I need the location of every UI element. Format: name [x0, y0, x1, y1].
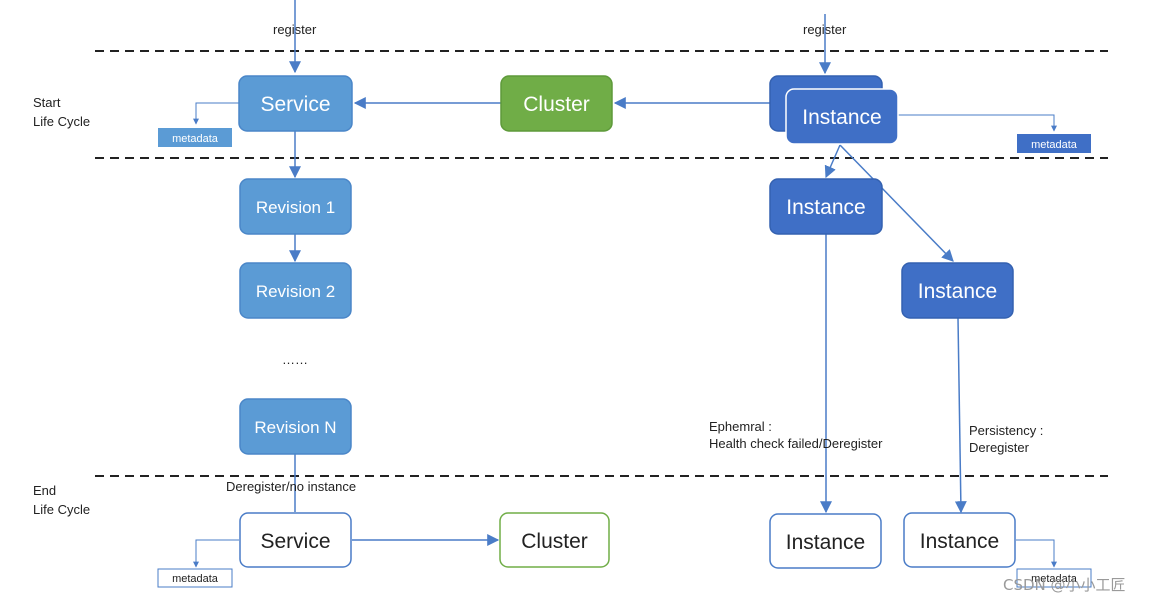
instance-end-persistent-label: Instance — [920, 530, 999, 553]
instance-end-metadata-label: metadata — [1031, 573, 1078, 585]
revision-ellipsis: …… — [282, 352, 308, 367]
service-end-node: Service — [239, 512, 352, 568]
start-life-cycle-label-2: Life Cycle — [33, 114, 90, 129]
service-start-metadata-tag: metadata — [158, 128, 232, 147]
revision-n-label: Revision N — [254, 418, 336, 437]
revision-n-node: Revision N — [239, 398, 352, 455]
service-end-metadata-tag: metadata — [157, 568, 233, 588]
revision-1-node: Revision 1 — [239, 178, 352, 235]
service-start-label: Service — [260, 93, 330, 116]
end-life-cycle-label-2: Life Cycle — [33, 502, 90, 517]
service-start-metadata-label: metadata — [172, 133, 219, 145]
instance-start-metadata-label: metadata — [1031, 139, 1078, 151]
service-end-metadata-label: metadata — [172, 573, 219, 585]
instance-persistent-node: Instance — [901, 262, 1014, 319]
revision-2-label: Revision 2 — [256, 282, 335, 301]
start-life-cycle-label-1: Start — [33, 95, 61, 110]
instance-end-ephemeral-node: Instance — [769, 513, 882, 569]
deregister-no-instance-label: Deregister/no instance — [226, 479, 356, 494]
service-end-metadata-connector — [193, 539, 239, 568]
persistent-to-end-arrow — [954, 317, 967, 514]
instance-end-metadata-tag: metadata — [1016, 568, 1092, 588]
instance-start-front-card — [785, 88, 899, 145]
revision-2-node: Revision 2 — [239, 262, 352, 319]
ephemeral-label-line1: Ephemral : — [709, 419, 772, 434]
instance-to-persistent-arrow — [839, 144, 954, 262]
cluster-end-node: Cluster — [499, 512, 610, 568]
instance-end-ephemeral-label: Instance — [786, 531, 865, 554]
instance-end-persistent-node: Instance — [903, 512, 1016, 568]
service-metadata-connector — [193, 102, 239, 125]
instance-end-metadata-connector — [1016, 539, 1057, 568]
instance-start-node: Instance — [769, 75, 899, 145]
cluster-end-label: Cluster — [521, 530, 588, 553]
cluster-start-node: Cluster — [500, 75, 613, 132]
revision-1-label: Revision 1 — [256, 198, 335, 217]
end-life-cycle-label-1: End — [33, 483, 56, 498]
instance-ephemeral-node: Instance — [769, 178, 883, 235]
instance-start-label: Instance — [802, 106, 881, 129]
persistency-label-line2: Deregister — [969, 440, 1030, 455]
instance-ephemeral-label: Instance — [786, 196, 865, 219]
service-start-node: Service — [238, 75, 353, 132]
instance-to-ephemeral-arrow — [824, 144, 841, 179]
csdn-watermark: CSDN @小小工匠 — [1003, 576, 1126, 594]
cluster-start-label: Cluster — [523, 93, 590, 116]
service-end-label: Service — [260, 530, 330, 553]
instance-persistent-label: Instance — [918, 280, 997, 303]
instance-metadata-connector — [898, 114, 1057, 132]
ephemeral-label-line2: Health check failed/Deregister — [709, 436, 883, 451]
instance-start-metadata-tag: metadata — [1017, 134, 1091, 153]
persistency-label-line1: Persistency : — [969, 423, 1043, 438]
